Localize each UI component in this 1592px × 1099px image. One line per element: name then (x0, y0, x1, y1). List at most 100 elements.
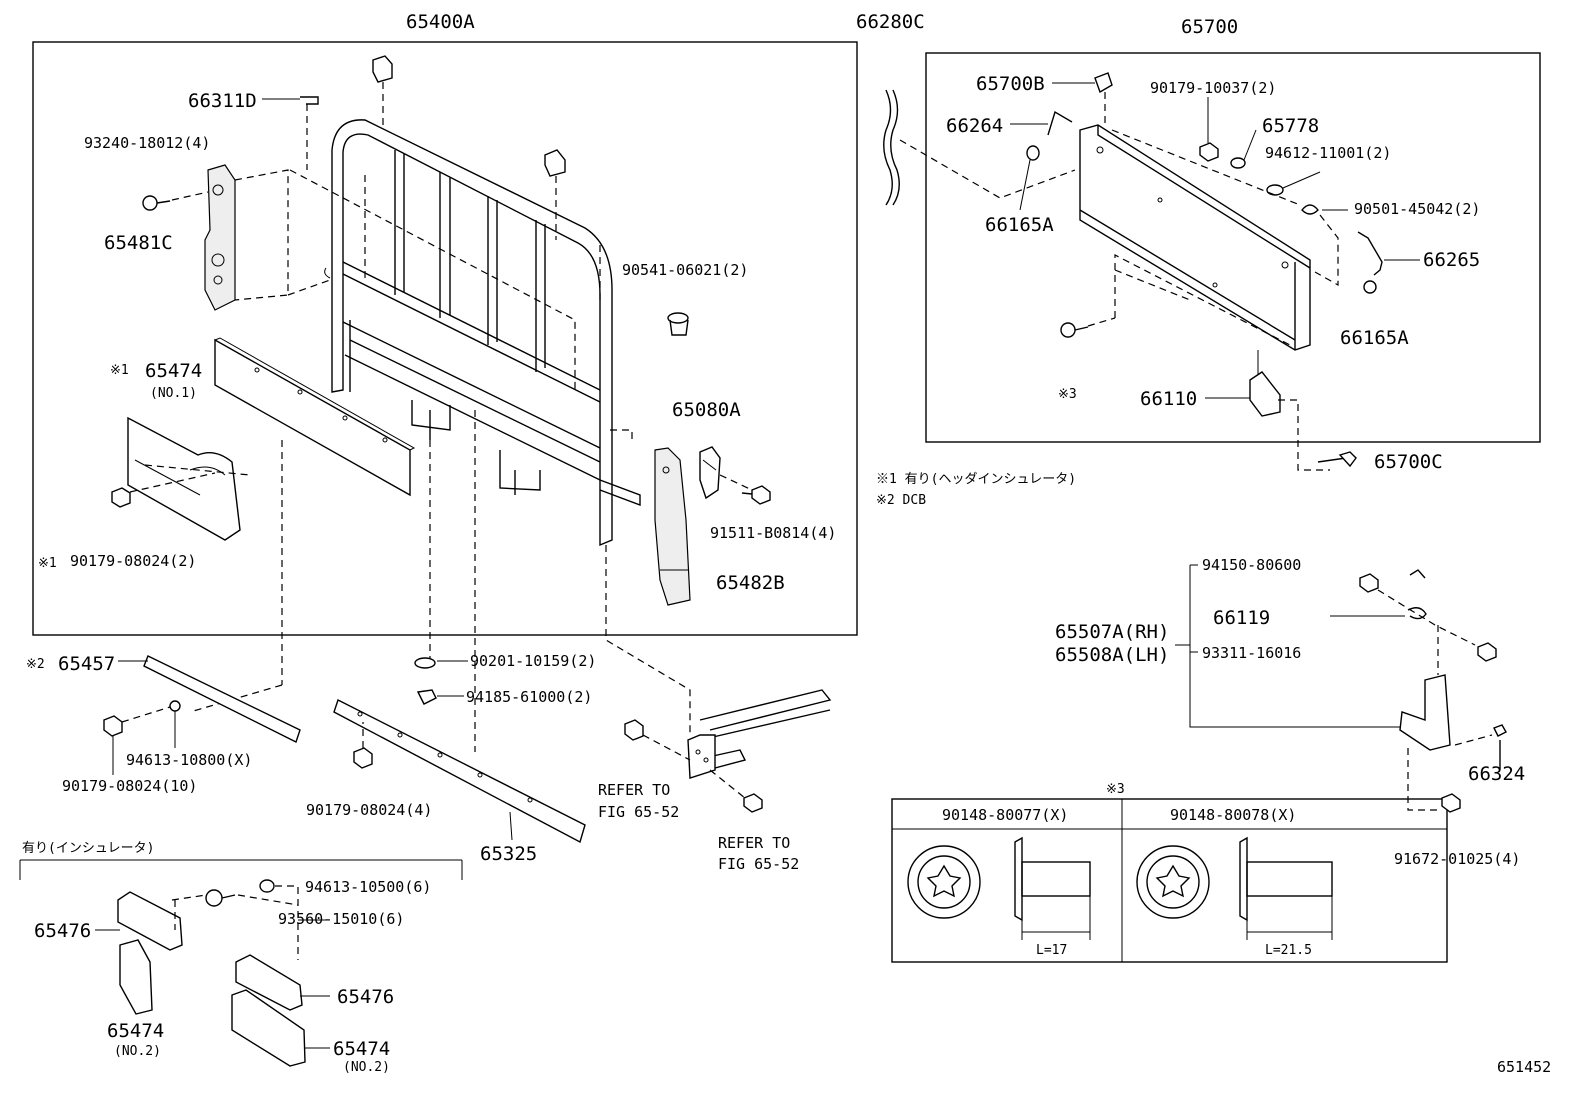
clip-66119 (1407, 569, 1427, 620)
length-2: L=21.5 (1265, 943, 1312, 958)
label-90201: 90201-10159(2) (470, 652, 596, 670)
bolt-detail-box (891, 798, 1448, 963)
refer-1-line1: REFER TO (598, 781, 670, 799)
panel-65474-no1 (214, 338, 411, 497)
label-91511: 91511-B0814(4) (710, 524, 836, 542)
mark-2: ※2 (26, 657, 45, 672)
bolt-91672 (1441, 793, 1461, 813)
spring-90501 (1301, 204, 1319, 215)
label-90179-c: 90179-08024(10) (62, 777, 197, 795)
insulator-65476-a (117, 891, 183, 951)
label-94612: 94612-11001(2) (1265, 144, 1391, 162)
label-93240: 93240-18012(4) (84, 134, 210, 152)
label-65700B: 65700B (976, 73, 1045, 95)
insulator-65474 (127, 416, 241, 541)
clip-top-right (544, 149, 566, 177)
label-94613-b: 94613-10500(6) (305, 878, 431, 896)
tailgate-65700 (1079, 124, 1311, 351)
label-66311D: 66311D (188, 90, 257, 112)
chain-66280C (883, 89, 893, 206)
nut-90179-c (103, 715, 123, 737)
label-91672: 91672-01025(4) (1394, 850, 1520, 868)
hinge-66110 (1249, 371, 1281, 417)
post-guard-65482B (654, 447, 691, 606)
label-66110: 66110 (1140, 388, 1197, 410)
label-90501: 90501-45042(2) (1354, 200, 1480, 218)
chassis-sketch (687, 689, 832, 779)
label-insulator-group: 有り(インシュレータ) (22, 841, 154, 856)
label-no2-b: (NO.2) (343, 1060, 390, 1075)
label-66165A-b: 66165A (1340, 327, 1409, 349)
label-66265: 66265 (1423, 249, 1480, 271)
label-93311: 93311-16016 (1202, 644, 1301, 662)
label-65508A: 65508A(LH) (1055, 644, 1169, 666)
label-66165A-a: 66165A (985, 214, 1054, 236)
clip-top-left (372, 55, 393, 83)
refer-2-line2: FIG 65-52 (718, 855, 799, 873)
mark-3b: ※3 (1106, 782, 1125, 797)
label-65325: 65325 (480, 843, 537, 865)
label-90148-80078: 90148-80078(X) (1170, 806, 1296, 824)
cap-66165A-a (1026, 145, 1040, 161)
nut-94150 (1359, 573, 1379, 593)
hook-66311D (300, 96, 319, 105)
label-65507A: 65507A(RH) (1055, 621, 1169, 643)
washer-90201 (414, 657, 436, 669)
insulator-65474-no2-a (119, 939, 153, 1015)
label-no2-a: (NO.2) (114, 1044, 161, 1059)
label-66119: 66119 (1213, 607, 1270, 629)
washer-65778 (1230, 157, 1246, 169)
label-65476-b: 65476 (337, 986, 394, 1008)
latch-65080A (699, 446, 721, 500)
label-65700C: 65700C (1374, 451, 1443, 473)
mark-3a: ※3 (1058, 387, 1077, 402)
washer-94613-b (259, 879, 275, 893)
label-65457: 65457 (58, 653, 115, 675)
bolt-chassis (743, 793, 763, 813)
rail-65325 (333, 699, 586, 844)
label-65482B: 65482B (716, 572, 785, 594)
label-90179-a: 90179-08024(2) (70, 552, 196, 570)
label-90179-d: 90179-08024(4) (306, 801, 432, 819)
label-90541: 90541-06021(2) (622, 261, 748, 279)
headboard-frame (324, 119, 641, 547)
note-1: ※1 有り(ヘッダインシュレータ) (876, 472, 1076, 487)
label-65474-no1: 65474 (145, 360, 202, 382)
insulator-65474-no2-b (231, 989, 306, 1067)
label-90179-b: 90179-10037(2) (1150, 79, 1276, 97)
bolt-93560 (205, 889, 236, 907)
bolt-detail-90148-80078 (1136, 836, 1333, 940)
bolt-93311 (1477, 642, 1497, 662)
bolt-66324 (1493, 724, 1507, 770)
rod-66265 (1357, 231, 1383, 276)
label-94150: 94150-80600 (1202, 556, 1301, 574)
spacer-94185 (416, 689, 437, 705)
label-65080A: 65080A (672, 399, 741, 421)
nut-chassis (624, 719, 644, 741)
label-65778: 65778 (1262, 115, 1319, 137)
bolt-91511 (741, 485, 771, 505)
label-65400A: 65400A (406, 11, 475, 33)
label-66280C: 66280C (856, 11, 925, 33)
bracket-65481C (204, 164, 236, 311)
tailgate-group-box (925, 52, 1541, 443)
refer-1-line2: FIG 65-52 (598, 803, 679, 821)
figure-number: 651452 (1497, 1058, 1551, 1076)
mark-1b: ※1 (38, 556, 57, 571)
headboard-group-box (32, 41, 858, 636)
label-66264: 66264 (946, 115, 1003, 137)
bracket-65700B (1094, 72, 1113, 94)
insulator-65476-b (235, 954, 303, 1011)
label-94185: 94185-61000(2) (466, 688, 592, 706)
label-65476-a: 65476 (34, 920, 91, 942)
clip-90541 (667, 312, 689, 336)
label-65474-no2-b: 65474 (333, 1038, 390, 1060)
label-no1: (NO.1) (150, 386, 197, 401)
cap-66165A-b (1363, 280, 1377, 294)
washer-94612 (1266, 184, 1284, 196)
label-93560: 93560-15010(6) (278, 910, 404, 928)
label-94613-a: 94613-10800(X) (126, 751, 252, 769)
pin-65700C (1317, 451, 1357, 468)
label-90148-80077: 90148-80077(X) (942, 806, 1068, 824)
